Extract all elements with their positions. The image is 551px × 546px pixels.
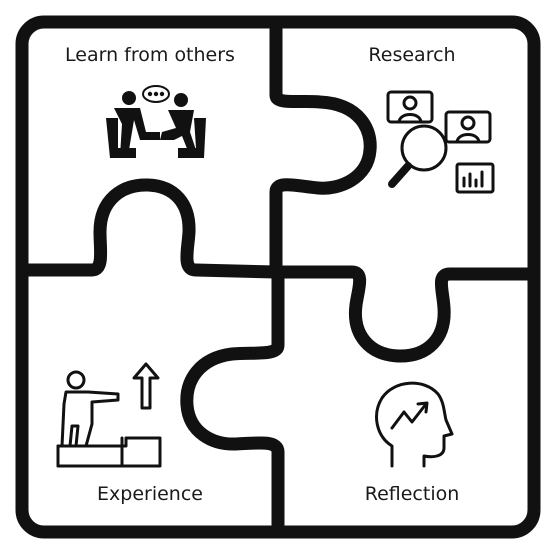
piece-label-research: Research — [368, 44, 456, 66]
conversation-icon — [106, 85, 206, 158]
piece-label-learn-from-others: Learn from others — [65, 44, 235, 66]
head-growth-icon — [375, 381, 454, 468]
divider-bottom-vertical — [180, 272, 285, 532]
divider-top-vertical — [269, 22, 377, 272]
piece-label-experience: Experience — [97, 483, 203, 505]
divider-right-horizontal — [276, 265, 534, 363]
piece-label-reflection: Reflection — [364, 483, 460, 505]
divider-left-horizontal — [22, 178, 277, 279]
climbing-steps-icon — [56, 362, 162, 468]
research-magnifier-icon — [386, 90, 495, 194]
